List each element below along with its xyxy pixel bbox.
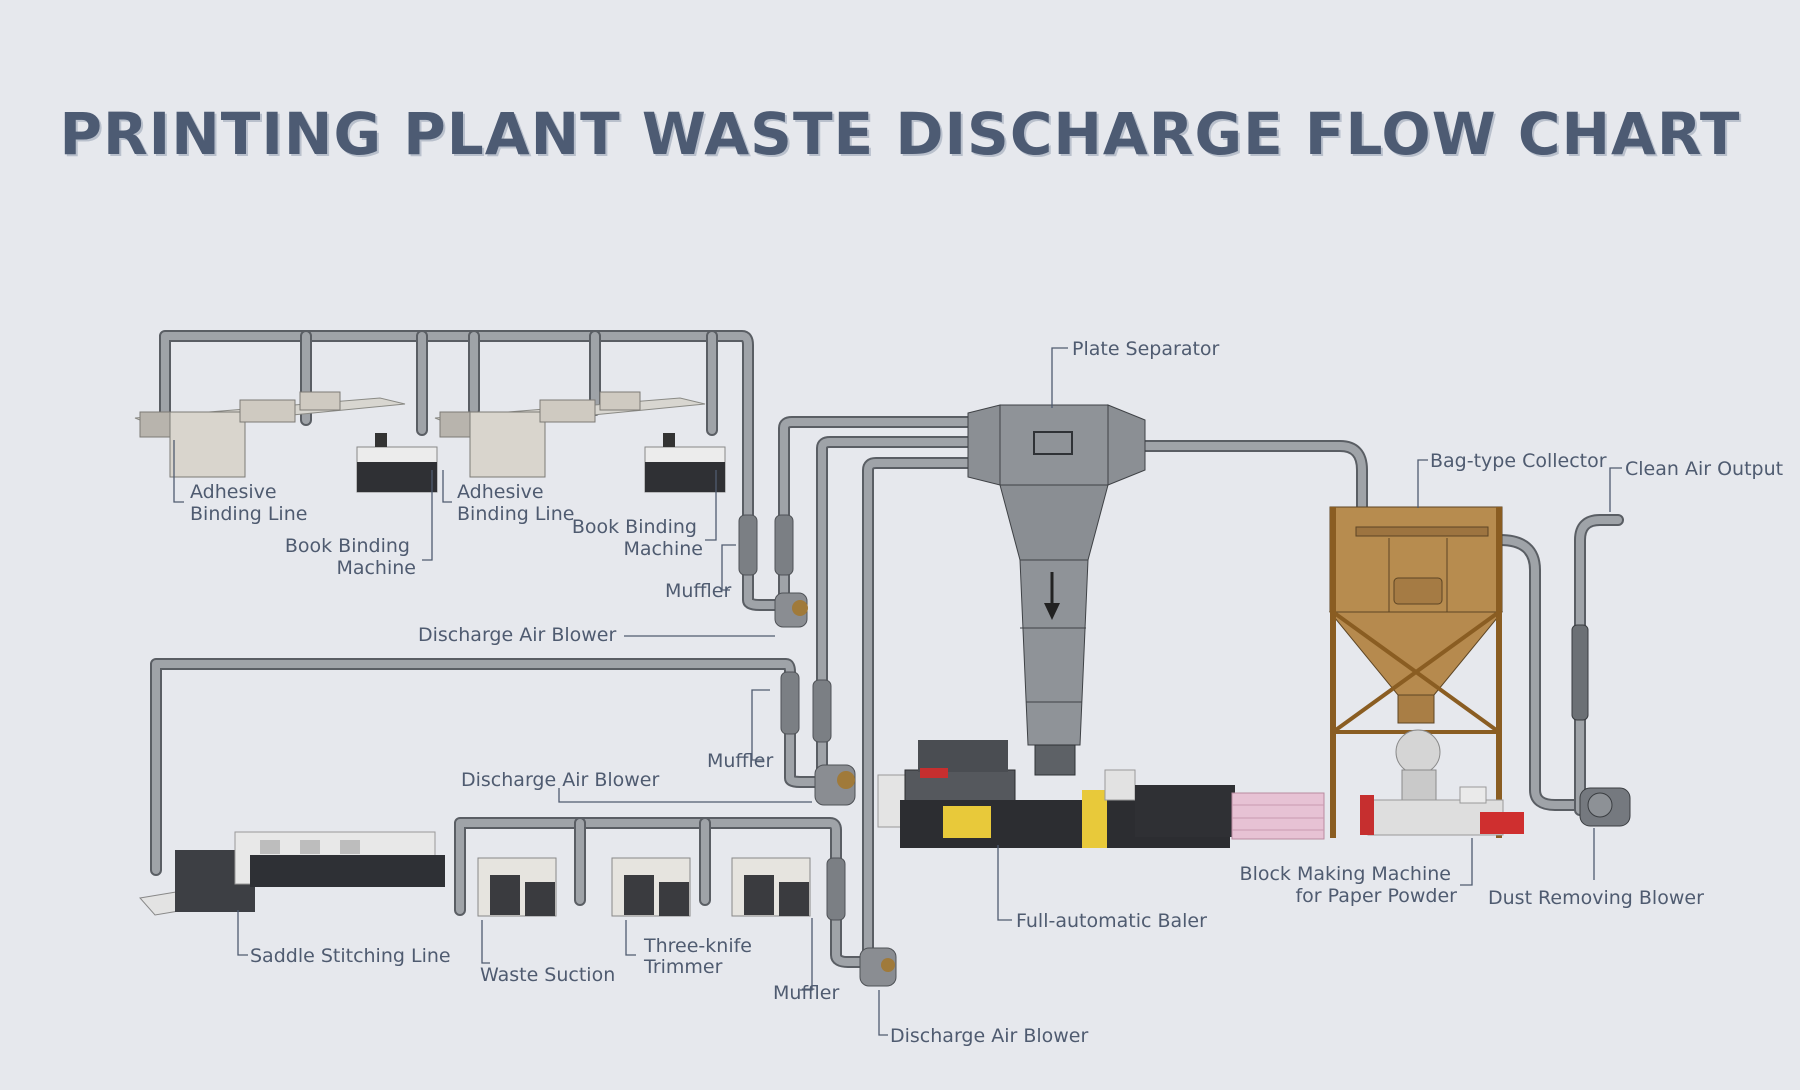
clean-air-output-icon bbox=[1571, 624, 1589, 721]
label-waste-suction: Waste Suction bbox=[480, 964, 615, 986]
trimmer-3-icon bbox=[731, 857, 811, 917]
label-muffler-2: Muffler bbox=[707, 750, 773, 772]
label-dust-removing-blower: Dust Removing Blower bbox=[1488, 887, 1704, 909]
label-saddle-stitching-line: Saddle Stitching Line bbox=[250, 945, 451, 967]
book-binding-machine-2-icon bbox=[644, 433, 726, 493]
muffler-3-icon bbox=[780, 671, 832, 743]
book-binding-machine-1-icon bbox=[356, 433, 438, 493]
label-muffler-3: Muffler bbox=[773, 982, 839, 1004]
label-book-binding-machine-1: Book Binding Machine bbox=[285, 535, 416, 579]
label-block-making-machine: Block Making Machine for Paper Powder bbox=[1240, 863, 1458, 907]
label-book-binding-machine-2: Book Binding Machine bbox=[572, 516, 703, 560]
blower-1-icon bbox=[774, 592, 808, 628]
label-discharge-air-blower-3: Discharge Air Blower bbox=[890, 1025, 1089, 1047]
adhesive-binding-line-1-icon bbox=[134, 391, 406, 478]
label-adhesive-binding-line-1: Adhesive Binding Line bbox=[190, 481, 307, 525]
label-discharge-air-blower-2: Discharge Air Blower bbox=[461, 769, 660, 791]
adhesive-binding-line-2-icon bbox=[434, 391, 706, 478]
label-bag-type-collector: Bag-type Collector bbox=[1430, 450, 1607, 472]
saddle-stitching-line-icon bbox=[139, 831, 445, 916]
block-making-machine-icon bbox=[1360, 729, 1524, 836]
label-three-knife-trimmer: Three-knife Trimmer bbox=[643, 935, 758, 978]
label-discharge-air-blower-1: Discharge Air Blower bbox=[418, 624, 617, 646]
label-clean-air-output: Clean Air Output bbox=[1625, 458, 1783, 480]
label-full-automatic-baler: Full-automatic Baler bbox=[1016, 910, 1207, 932]
duct-network bbox=[150, 330, 1624, 976]
muffler-4-icon bbox=[826, 857, 846, 921]
dust-removing-blower-icon bbox=[1579, 787, 1631, 827]
plate-separator-icon bbox=[967, 404, 1146, 776]
label-plate-separator: Plate Separator bbox=[1072, 338, 1220, 360]
page-title: PRINTING PLANT WASTE DISCHARGE FLOW CHAR… bbox=[59, 100, 1741, 168]
bag-type-collector-icon bbox=[1328, 506, 1504, 838]
leader-lines bbox=[173, 347, 1622, 1036]
full-automatic-baler-icon bbox=[877, 740, 1325, 848]
trimmer-2-icon bbox=[611, 857, 691, 917]
label-muffler-1: Muffler bbox=[665, 580, 731, 602]
muffler-2-icon bbox=[774, 514, 794, 576]
blower-3-icon bbox=[859, 947, 897, 987]
label-adhesive-binding-line-2: Adhesive Binding Line bbox=[457, 481, 574, 525]
blower-2-icon bbox=[814, 764, 856, 806]
muffler-1-icon bbox=[738, 514, 758, 576]
labels: Adhesive Binding Line Adhesive Binding L… bbox=[190, 338, 1783, 1047]
trimmer-1-icon bbox=[477, 857, 557, 917]
